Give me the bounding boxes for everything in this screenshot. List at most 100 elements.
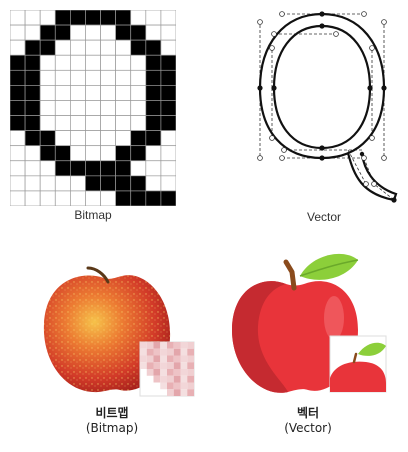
filled-pixel (10, 100, 26, 116)
filled-pixel (39, 130, 56, 147)
empty-pixel (70, 24, 86, 41)
empty-pixel (54, 175, 71, 192)
empty-pixel (100, 39, 116, 56)
empty-pixel (10, 39, 26, 56)
filled-pixel (115, 175, 132, 192)
empty-pixel (160, 160, 176, 177)
empty-pixel (10, 24, 26, 41)
empty-pixel (115, 100, 132, 116)
bitmap-apple-figure (36, 262, 196, 402)
empty-pixel (100, 54, 116, 71)
empty-pixel (39, 69, 56, 86)
empty-pixel (24, 10, 41, 26)
filled-pixel (39, 39, 56, 56)
handle-points (257, 11, 387, 187)
vector-caption: Vector (306, 210, 342, 224)
filled-pixel (100, 160, 116, 177)
filled-pixel (115, 190, 132, 206)
pixel-zoom-inset (139, 341, 195, 397)
empty-pixel (54, 100, 71, 116)
filled-pixel (70, 10, 86, 26)
empty-pixel (85, 69, 101, 86)
bitmap-q-figure (10, 10, 176, 206)
empty-pixel (10, 145, 26, 162)
filled-pixel (145, 115, 162, 131)
empty-pixel (54, 54, 71, 71)
empty-pixel (70, 54, 86, 71)
filled-pixel (54, 145, 71, 162)
empty-pixel (39, 190, 56, 206)
empty-pixel (100, 190, 116, 206)
filled-pixel (160, 69, 176, 86)
empty-pixel (130, 160, 147, 177)
filled-pixel (10, 54, 26, 71)
empty-pixel (100, 85, 116, 101)
vector-en-label: (Vector) (284, 421, 332, 435)
empty-pixel (85, 39, 101, 56)
q-inner-path (272, 24, 372, 150)
filled-pixel (115, 160, 132, 177)
empty-pixel (160, 10, 176, 26)
empty-pixel (70, 69, 86, 86)
empty-pixel (70, 190, 86, 206)
filled-pixel (85, 175, 101, 192)
empty-pixel (10, 175, 26, 192)
empty-pixel (39, 54, 56, 71)
empty-pixel (85, 190, 101, 206)
empty-pixel (70, 175, 86, 192)
filled-pixel (145, 54, 162, 71)
empty-pixel (54, 39, 71, 56)
empty-pixel (100, 69, 116, 86)
empty-pixel (145, 24, 162, 41)
empty-pixel (70, 130, 86, 147)
anchor-points (257, 11, 397, 203)
photo-apple-stem (86, 266, 110, 284)
bitmap-kr-label: 비트맵 (95, 406, 129, 420)
bitmap-q-grid (10, 10, 176, 206)
filled-pixel (130, 175, 147, 192)
empty-pixel (70, 145, 86, 162)
empty-pixel (24, 190, 41, 206)
filled-pixel (145, 39, 162, 56)
empty-pixel (39, 175, 56, 192)
filled-pixel (70, 160, 86, 177)
bezier-handles (259, 13, 395, 201)
filled-pixel (54, 160, 71, 177)
empty-pixel (115, 39, 132, 56)
vector-q-outline (257, 11, 398, 203)
filled-pixel (24, 54, 41, 71)
empty-pixel (24, 160, 41, 177)
empty-pixel (54, 130, 71, 147)
empty-pixel (24, 175, 41, 192)
filled-pixel (145, 130, 162, 147)
filled-pixel (115, 10, 132, 26)
vector-apple-stem (283, 259, 297, 291)
filled-pixel (145, 85, 162, 101)
bitmap-en-label: (Bitmap) (85, 421, 139, 435)
empty-pixel (130, 69, 147, 86)
filled-pixel (10, 115, 26, 131)
empty-pixel (115, 69, 132, 86)
vector-zoom-inset (329, 335, 387, 393)
filled-pixel (54, 24, 71, 41)
filled-pixel (10, 85, 26, 101)
filled-pixel (160, 100, 176, 116)
filled-pixel (145, 100, 162, 116)
empty-pixel (85, 54, 101, 71)
q-outer-path (258, 12, 386, 160)
empty-pixel (70, 115, 86, 131)
filled-pixel (100, 10, 116, 26)
filled-pixel (54, 10, 71, 26)
filled-pixel (100, 175, 116, 192)
empty-pixel (160, 130, 176, 147)
filled-pixel (130, 24, 147, 41)
empty-pixel (115, 54, 132, 71)
empty-pixel (39, 85, 56, 101)
empty-pixel (54, 69, 71, 86)
empty-pixel (115, 115, 132, 131)
empty-pixel (100, 115, 116, 131)
empty-pixel (160, 175, 176, 192)
empty-pixel (10, 160, 26, 177)
filled-pixel (24, 85, 41, 101)
empty-pixel (100, 24, 116, 41)
